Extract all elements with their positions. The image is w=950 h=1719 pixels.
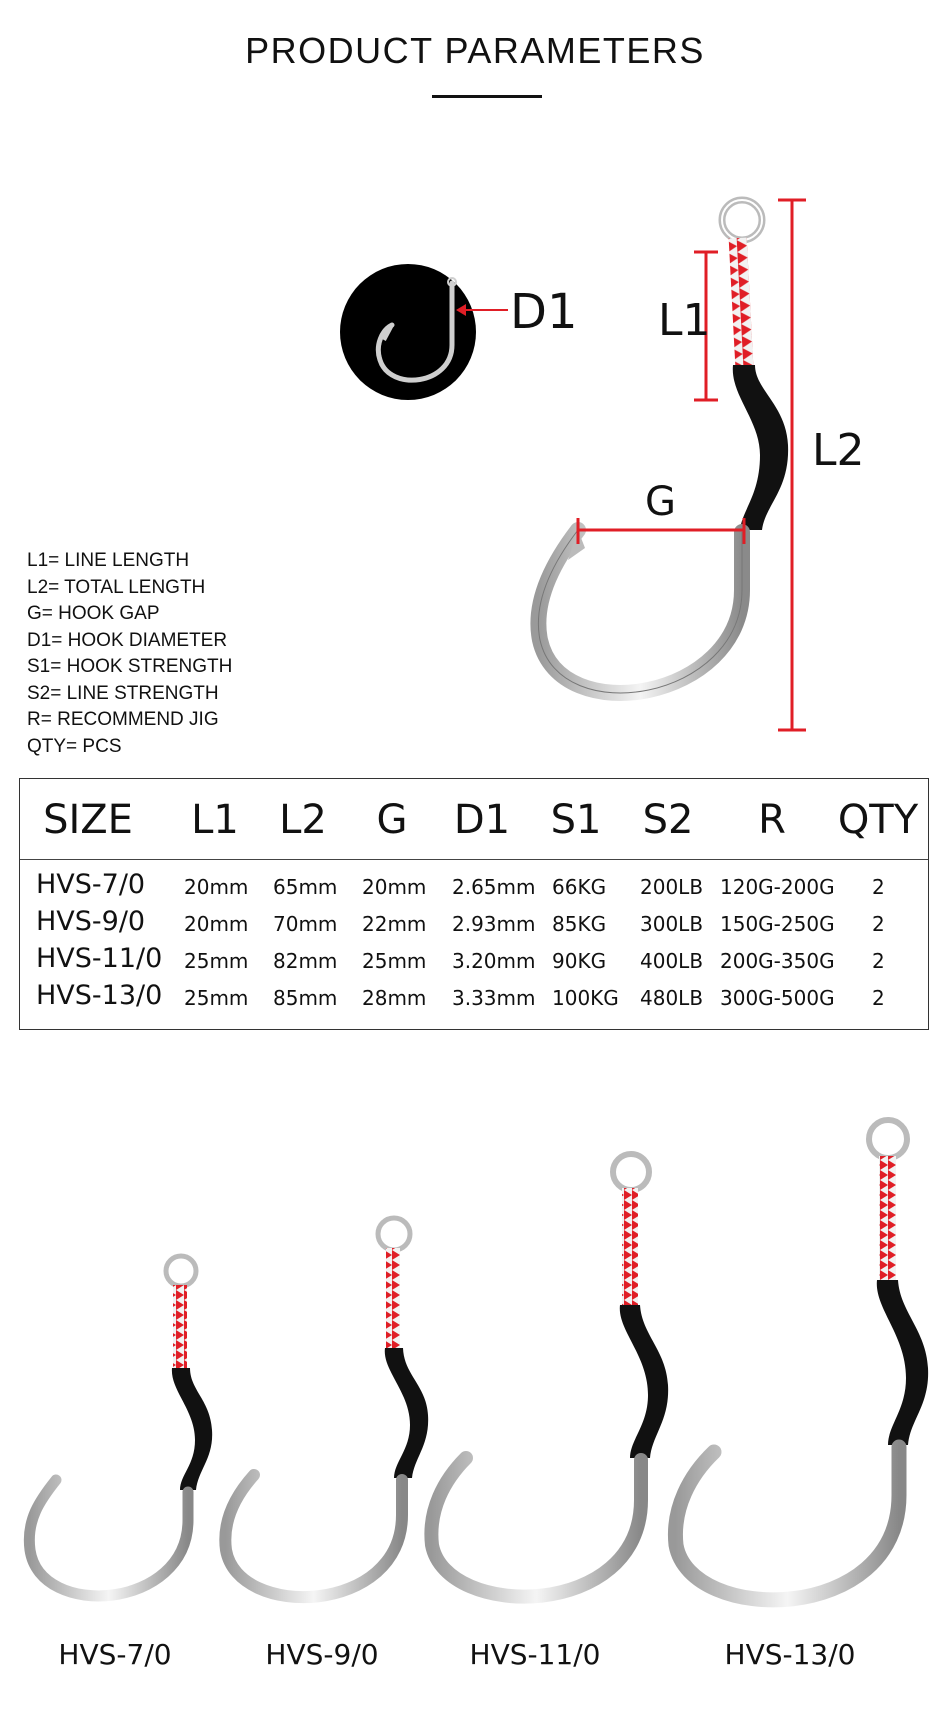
cell-s2: 400LB bbox=[640, 949, 704, 973]
cell-l1: 25mm bbox=[184, 986, 249, 1010]
cell-r: 150G-250G bbox=[720, 912, 835, 936]
caption-hvs-7-0: HVS-7/0 bbox=[58, 1638, 172, 1671]
header-l1: L1 bbox=[191, 797, 239, 843]
cell-s1: 90KG bbox=[552, 949, 607, 973]
label-d1: D1 bbox=[510, 284, 578, 340]
header-g: G bbox=[376, 797, 408, 843]
header-size: SIZE bbox=[43, 797, 133, 843]
cell-g: 25mm bbox=[362, 949, 427, 973]
caption-hvs-13-0: HVS-13/0 bbox=[724, 1638, 856, 1671]
legend-item: R= RECOMMEND JIG bbox=[27, 709, 219, 730]
cell-s1: 100KG bbox=[552, 986, 619, 1010]
table-row: HVS-11/0 25mm 82mm 25mm 3.20mm 90KG 400L… bbox=[20, 943, 928, 980]
legend-item: QTY= PCS bbox=[27, 735, 122, 757]
cell-l2: 85mm bbox=[273, 986, 338, 1010]
legend-item: S2= LINE STRENGTH bbox=[27, 682, 219, 704]
l2-dimension bbox=[778, 198, 806, 732]
cell-d1: 3.33mm bbox=[452, 986, 536, 1010]
legend-item: G= HOOK GAP bbox=[27, 603, 160, 624]
large-hook-illustration bbox=[530, 196, 789, 701]
table-row: HVS-13/0 25mm 85mm 28mm 3.33mm 100KG 480… bbox=[20, 980, 928, 1017]
legend-item: D1= HOOK DIAMETER bbox=[27, 629, 228, 651]
cell-g: 22mm bbox=[362, 912, 427, 936]
cell-r: 200G-350G bbox=[720, 949, 835, 973]
label-l1: L1 bbox=[658, 295, 711, 346]
header-qty: QTY bbox=[837, 797, 919, 843]
table-row: HVS-9/0 20mm 70mm 22mm 2.93mm 85KG 300LB… bbox=[20, 906, 928, 943]
hook-hvs-13-0 bbox=[667, 1117, 929, 1608]
cell-r: 300G-500G bbox=[720, 986, 835, 1010]
cell-qty: 2 bbox=[872, 949, 885, 973]
label-l2: L2 bbox=[812, 425, 865, 476]
cell-l1: 20mm bbox=[184, 875, 249, 899]
hook-hvs-9-0 bbox=[219, 1215, 429, 1604]
legend-item: L2= TOTAL LENGTH bbox=[27, 576, 206, 598]
header-s2: S2 bbox=[642, 797, 694, 843]
cell-d1: 2.65mm bbox=[452, 875, 536, 899]
table-row: HVS-7/0 20mm 65mm 20mm 2.65mm 66KG 200LB… bbox=[20, 869, 928, 906]
page-title: PRODUCT PARAMETERS bbox=[245, 30, 705, 71]
header-d1: D1 bbox=[453, 797, 511, 843]
l1-dimension bbox=[694, 250, 718, 402]
header-s1: S1 bbox=[550, 797, 602, 843]
cell-d1: 2.93mm bbox=[452, 912, 536, 936]
cell-size: HVS-9/0 bbox=[36, 906, 146, 937]
cell-qty: 2 bbox=[872, 912, 885, 936]
abbreviation-legend: L1= LINE LENGTH L2= TOTAL LENGTH G= HOOK… bbox=[27, 548, 232, 760]
cell-s2: 200LB bbox=[640, 875, 704, 899]
cell-l2: 82mm bbox=[273, 949, 338, 973]
cell-r: 120G-200G bbox=[720, 875, 835, 899]
cell-size: HVS-13/0 bbox=[36, 980, 163, 1011]
cell-s2: 300LB bbox=[640, 912, 704, 936]
legend-item: L1= LINE LENGTH bbox=[27, 550, 190, 571]
caption-hvs-9-0: HVS-9/0 bbox=[265, 1638, 379, 1671]
cell-size: HVS-7/0 bbox=[36, 869, 146, 900]
cell-l1: 20mm bbox=[184, 912, 249, 936]
cell-l2: 70mm bbox=[273, 912, 338, 936]
caption-hvs-11-0: HVS-11/0 bbox=[469, 1638, 601, 1671]
cell-l2: 65mm bbox=[273, 875, 338, 899]
cell-qty: 2 bbox=[872, 875, 885, 899]
hook-dimension-diagram: D1 L1 L2 G bbox=[340, 196, 865, 732]
cell-s1: 66KG bbox=[552, 875, 607, 899]
hook-hvs-11-0 bbox=[424, 1151, 669, 1604]
g-dimension bbox=[576, 518, 746, 544]
cell-s1: 85KG bbox=[552, 912, 607, 936]
specification-table: SIZE L1 L2 G D1 S1 S2 R QTY HVS-7/0 20mm… bbox=[19, 778, 929, 1030]
hook-diameter-inset bbox=[340, 264, 508, 400]
title-underline bbox=[432, 95, 542, 98]
table-header-row: SIZE L1 L2 G D1 S1 S2 R QTY bbox=[20, 779, 928, 860]
cell-size: HVS-11/0 bbox=[36, 943, 163, 974]
hook-hvs-7-0 bbox=[23, 1253, 213, 1602]
cell-s2: 480LB bbox=[640, 986, 704, 1010]
legend-item: S1= HOOK STRENGTH bbox=[27, 656, 233, 677]
header-r: R bbox=[758, 797, 786, 843]
cell-l1: 25mm bbox=[184, 949, 249, 973]
hook-size-lineup bbox=[23, 1117, 929, 1608]
label-g: G bbox=[645, 479, 676, 525]
header-l2: L2 bbox=[279, 797, 327, 843]
cell-qty: 2 bbox=[872, 986, 885, 1010]
cell-g: 20mm bbox=[362, 875, 427, 899]
cell-g: 28mm bbox=[362, 986, 427, 1010]
cell-d1: 3.20mm bbox=[452, 949, 536, 973]
